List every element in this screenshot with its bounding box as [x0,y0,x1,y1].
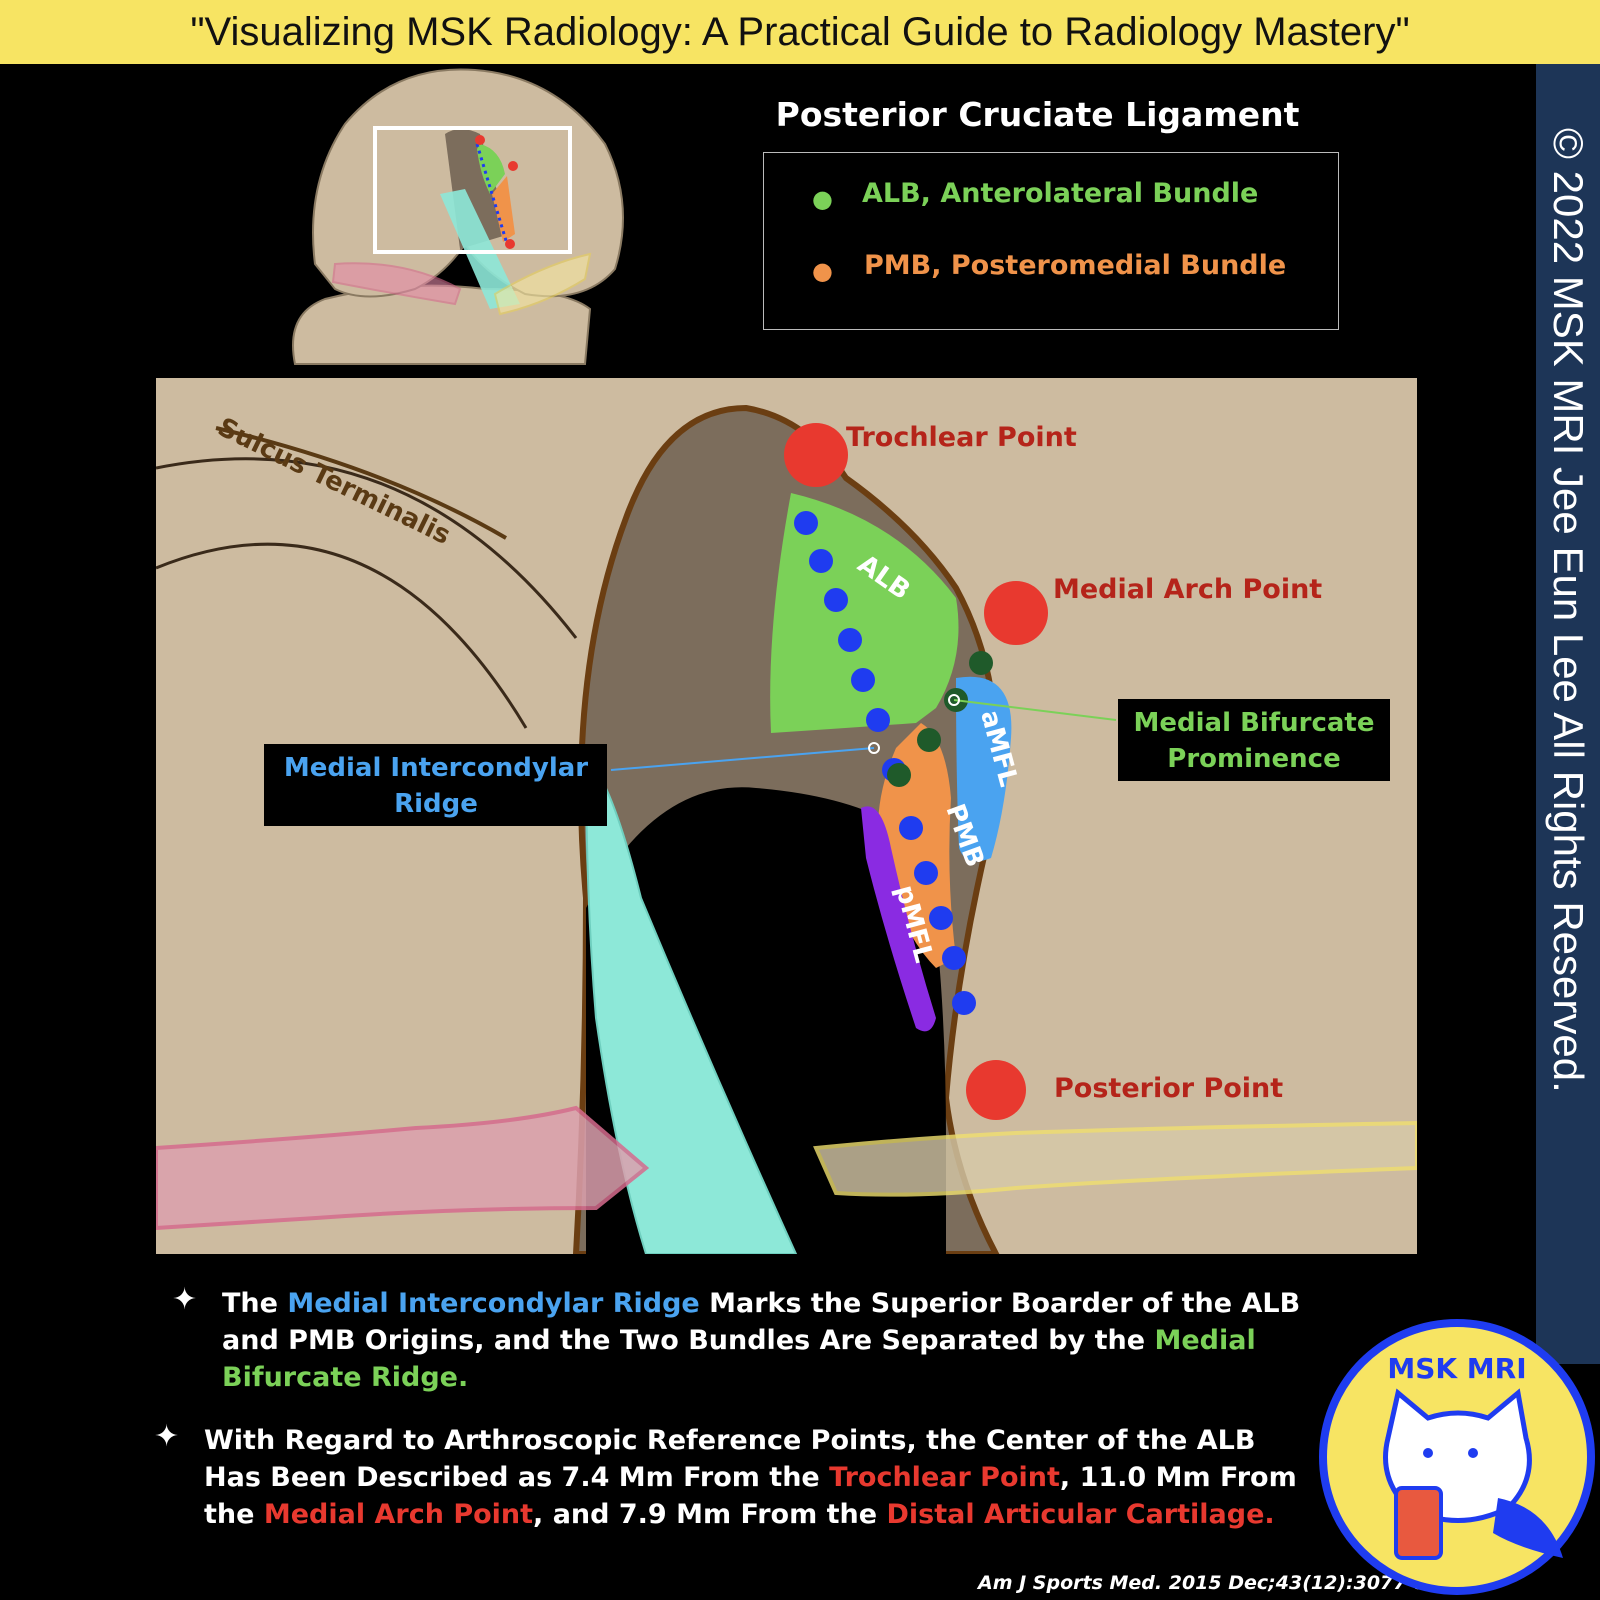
bullet-text: Has Been Described as 7.4 Mm From the [204,1462,830,1493]
trochlear-point-marker [784,423,848,487]
bullet-highlight: Trochlear Point [829,1462,1060,1493]
bullet-2-line-2: Has Been Described as 7.4 Mm From the Tr… [204,1459,1297,1496]
cat-cape-icon [1493,1498,1563,1558]
bullet-text: the [204,1499,264,1530]
thumb-yellow-meniscus [493,252,592,316]
point-label-posterior: Posterior Point [1054,1073,1283,1104]
thumb-zoom-frame [373,126,572,254]
ridge-dot [952,991,976,1015]
bullet-text: , and 7.9 Mm From the [533,1499,887,1530]
callout-ridge-line2: Ridge [394,789,478,819]
bifurcate-pointer-line [953,699,1117,721]
callout-bifurcate-box [1118,699,1390,781]
star-bullet-icon: ✦ [172,1282,198,1317]
bullet-2-line-1: With Regard to Arthroscopic Reference Po… [204,1425,1256,1456]
thumb-trochlear-dot [475,135,485,145]
thumb-pmb [492,176,515,242]
callout-bifurcate-line2: Prominence [1167,744,1340,774]
legend-item-alb: ALB, Anterolateral Bundle [862,178,1259,209]
pink-meniscus [156,1105,650,1231]
amfl-bundle [956,676,1012,862]
phone-icon [1394,1486,1443,1560]
ridge-dot [851,668,875,692]
sulcus-curve-inner [156,542,528,729]
legend-item-pmb: PMB, Posteromedial Bundle [864,250,1287,281]
cat-eye-icon [1423,1448,1433,1458]
ridge-dot [899,816,923,840]
thumb-posterior-dot [505,239,515,249]
thumb-alb [477,144,505,194]
knee-overview-thumbnail [292,68,624,365]
callout-ridge-line1: Medial Intercondylar [284,753,588,783]
bullet-highlight: Medial [1154,1325,1256,1356]
thumb-acl [440,189,520,309]
medial-arch-point-marker [984,581,1048,645]
ridge-dot [824,588,848,612]
copyright-text: © 2022 MSK MRI Jee Eun Lee All Rights Re… [1545,128,1592,1093]
thumb-arch-dot [508,161,518,171]
posterior-point-marker [966,1060,1026,1120]
copyright-strip [1536,64,1600,1364]
bullet-text: and PMB Origins, and the Two Bundles Are… [222,1325,1155,1356]
acl-ligament [584,755,798,1254]
bifurcate-pointer-dot [948,694,960,706]
ridge-dot [809,549,833,573]
ridge-dot [866,708,890,732]
ridge-dot [942,946,966,970]
bullet-text: The [222,1288,288,1319]
point-label-trochlear: Trochlear Point [846,422,1077,453]
sulcus-curve-outer [156,457,578,639]
sulcus-terminalis-line [215,426,508,540]
ridge-pointer-line [610,747,875,771]
citation: Am J Sports Med. 2015 Dec;43(12):3077-92 [978,1572,1441,1594]
bullet-2-line-3: the Medial Arch Point, and 7.9 Mm From t… [204,1496,1275,1533]
pmfl-bundle [861,806,936,1032]
ridge-dot [838,628,862,652]
bullet-1-line-2: and PMB Origins, and the Two Bundles Are… [222,1322,1256,1359]
bifurcate-dot [917,728,941,752]
msk-mri-badge: MSK MRI [1319,1319,1595,1595]
bullet-highlight: Distal Articular Cartilage. [886,1499,1275,1530]
thumb-pink-meniscus [331,262,462,306]
ridge-pointer-dot [868,742,880,754]
bullet-highlight: Medial Intercondylar Ridge [287,1288,700,1319]
ridge-dot [914,861,938,885]
yellow-meniscus [813,1120,1417,1197]
title-banner: "Visualizing MSK Radiology: A Practical … [0,0,1600,64]
bullet-text: , 11.0 Mm From [1059,1462,1297,1493]
bullet-1-line-1: The Medial Intercondylar Ridge Marks the… [222,1285,1300,1322]
pcl-origin-diagram: ALB PMB aMFL pMFL Trochlear Point Medial… [156,378,1417,1254]
badge-text: MSK MRI [1387,1352,1526,1385]
point-label-medial-arch: Medial Arch Point [1053,574,1322,605]
star-bullet-icon: ✦ [154,1419,180,1454]
callout-ridge-box [264,744,607,826]
legend-dot-alb: ● [812,185,833,213]
legend-title: Posterior Cruciate Ligament [775,95,1300,134]
legend-box: ● ALB, Anterolateral Bundle ● PMB, Poste… [763,152,1339,330]
bullet-1-line-3: Bifurcate Ridge. [222,1362,469,1393]
ridge-dot [794,511,818,535]
callout-bifurcate-line1: Medial Bifurcate [1134,708,1375,738]
cat-eye-icon [1468,1448,1478,1458]
bullet-highlight: Medial Arch Point [263,1499,534,1530]
ridge-dot [929,906,953,930]
legend-dot-pmb: ● [812,257,833,285]
bifurcate-dot [969,651,993,675]
banner-title: "Visualizing MSK Radiology: A Practical … [190,10,1410,54]
bullet-text: Marks the Superior Boarder of the ALB [699,1288,1301,1319]
bifurcate-dot [887,763,911,787]
